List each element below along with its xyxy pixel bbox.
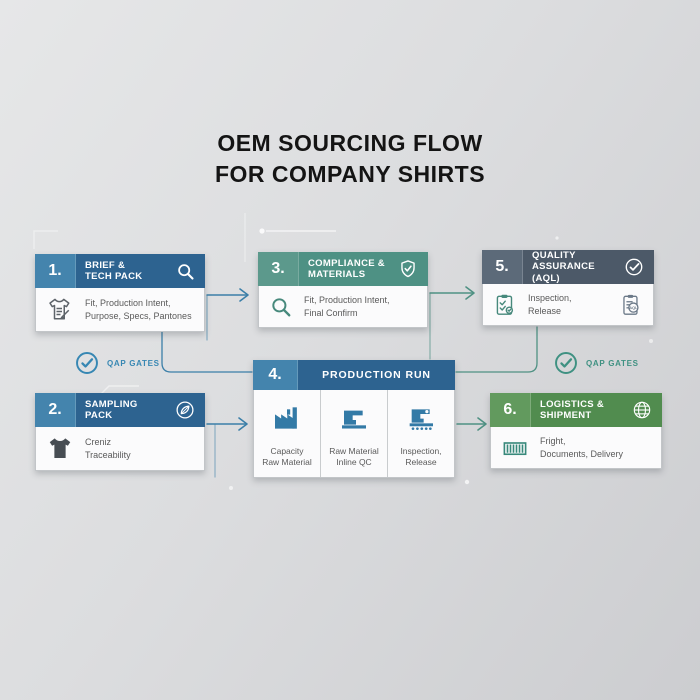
- step-title-line2: MATERIALS: [308, 269, 366, 280]
- step-title-line1: QUALITY: [532, 249, 576, 261]
- step1-header: 1. BRIEF & TECH PACK: [35, 254, 205, 288]
- step-number: 2.: [35, 393, 76, 427]
- step-title: BRIEF & TECH PACK: [76, 260, 175, 283]
- step-title-line2: ASSURANCE (AQL): [532, 261, 595, 284]
- step2-header: 2. SAMPLING PACK: [35, 393, 205, 427]
- arrow-step1-to-step3: [206, 288, 249, 341]
- step5-description: Inspection, Release: [528, 293, 572, 316]
- production-column-capacity: Capacity Raw Material: [254, 390, 320, 477]
- sewing-machine-icon: [405, 402, 437, 439]
- step1-body: Fit, Production Intent, Purpose, Specs, …: [35, 288, 205, 332]
- step5-header: 5. QUALITY ASSURANCE (AQL): [482, 250, 654, 284]
- page-title-line2: FOR COMPANY SHIRTS: [214, 161, 486, 188]
- page-title: OEM SOURCING FLOW FOR COMPANY SHIRTS: [0, 128, 700, 190]
- production-column-inline-qc: Raw Material Inline QC: [320, 390, 387, 477]
- step5-body: Inspection, Release AQL: [482, 284, 654, 326]
- step-title: PRODUCTION RUN: [322, 369, 431, 381]
- step-box-quality-assurance: 5. QUALITY ASSURANCE (AQL): [482, 250, 654, 326]
- magnifier-icon: [175, 261, 196, 282]
- step6-header: 6. LOGISTICS & SHIPMENT: [490, 393, 662, 427]
- step-title-line2: TECH PACK: [85, 271, 143, 282]
- step3-header: 3. COMPLIANCE & MATERIALS: [258, 252, 428, 286]
- check-circle-icon: [74, 350, 100, 376]
- qap-gates-badge-left: QAP GATES: [74, 350, 160, 376]
- circle-check-icon: [623, 256, 645, 278]
- clipboard-aql-icon: AQL: [618, 292, 644, 318]
- arrow-step2-to-step4: [206, 417, 248, 478]
- svg-text:AQL: AQL: [629, 305, 638, 310]
- step-box-sampling-pack: 2. SAMPLING PACK Creniz Trace: [35, 393, 205, 471]
- step-title: LOGISTICS & SHIPMENT: [531, 399, 631, 422]
- step1-description: Fit, Production Intent, Purpose, Specs, …: [85, 298, 192, 321]
- step-title: QUALITY ASSURANCE (AQL): [523, 250, 623, 284]
- step-box-brief-tech-pack: 1. BRIEF & TECH PACK: [35, 254, 205, 332]
- magnifier-icon: [268, 294, 294, 320]
- check-circle-icon: [553, 350, 579, 376]
- step-box-logistics-shipment: 6. LOGISTICS & SHIPMENT: [490, 393, 662, 469]
- step-title-line1: SAMPLING: [85, 398, 138, 410]
- step-title-line2: PACK: [85, 410, 113, 421]
- qap-gates-label: QAP GATES: [586, 358, 639, 368]
- leaf-icon: [174, 399, 196, 421]
- step-title-line2: SHIPMENT: [540, 410, 592, 421]
- step-number: 3.: [258, 252, 299, 286]
- connector-step1-to-step4: [161, 330, 253, 373]
- step4-header: 4. PRODUCTION RUN: [253, 360, 455, 390]
- step-title-line1: COMPLIANCE &: [308, 257, 385, 269]
- shield-check-icon: [397, 258, 419, 280]
- arrow-step3-to-step5: [429, 286, 475, 360]
- step-box-production-run: 4. PRODUCTION RUN Capacity Raw Material: [253, 360, 455, 478]
- page-title-line1: OEM SOURCING FLOW: [217, 130, 483, 156]
- connector-step5-to-step4: [455, 326, 538, 373]
- step-box-compliance-materials: 3. COMPLIANCE & MATERIALS Fit, Produc: [258, 252, 428, 328]
- step-number: 1.: [35, 254, 76, 288]
- qap-gates-label: QAP GATES: [107, 358, 160, 368]
- arrow-step4-to-step6: [456, 417, 487, 431]
- step3-description: Fit, Production Intent, Final Confirm: [304, 295, 390, 318]
- step-title: COMPLIANCE & MATERIALS: [299, 258, 397, 281]
- step2-body: Creniz Traceability: [35, 427, 205, 471]
- factory-icon: [271, 402, 303, 439]
- step6-description: Fright, Documents, Delivery: [540, 436, 624, 459]
- qap-gates-badge-right: QAP GATES: [553, 350, 639, 376]
- step6-body: Fright, Documents, Delivery: [490, 427, 662, 469]
- step4-body: Capacity Raw Material Raw Ma: [253, 390, 455, 478]
- step-title-line1: LOGISTICS &: [540, 398, 604, 410]
- step3-body: Fit, Production Intent, Final Confirm: [258, 286, 428, 328]
- step-title-line1: BRIEF &: [85, 259, 126, 271]
- tshirt-spec-icon: [45, 295, 75, 325]
- step2-description: Creniz Traceability: [85, 437, 131, 460]
- step-number: 6.: [490, 393, 531, 427]
- step-number: 4.: [253, 360, 298, 390]
- clipboard-check-icon: [492, 292, 518, 318]
- globe-icon: [631, 399, 653, 421]
- step-number: 5.: [482, 250, 523, 284]
- container-icon: [500, 433, 530, 463]
- production-column-inspection: Inspection, Release: [387, 390, 454, 477]
- tshirt-icon: [45, 434, 75, 464]
- sewing-machine-icon: [338, 402, 370, 439]
- step-title: SAMPLING PACK: [76, 399, 174, 422]
